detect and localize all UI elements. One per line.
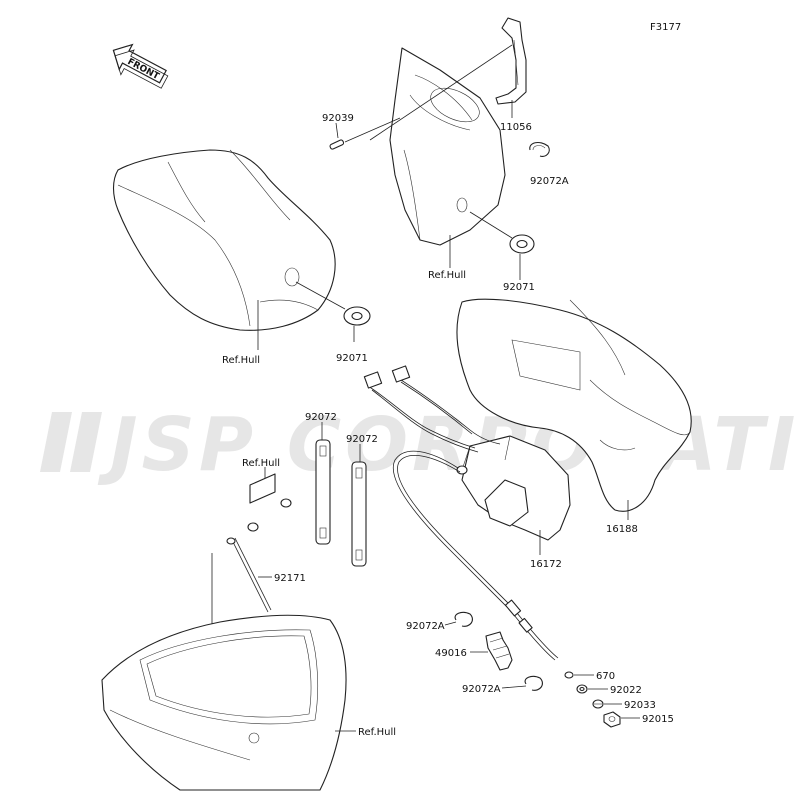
label-92071-right: 92071	[503, 282, 535, 293]
clip-92072A-low	[524, 675, 543, 691]
label-92072-b: 92072	[346, 434, 378, 445]
sender-tube	[392, 450, 559, 661]
label-11056: 11056	[500, 122, 532, 133]
label-92015: 92015	[642, 714, 674, 725]
label-92072-a: 92072	[305, 412, 337, 423]
fuel-sender-16172	[456, 435, 571, 541]
wire-harness	[363, 365, 501, 453]
strap-92072-a	[315, 439, 331, 545]
strap-mount	[247, 473, 292, 532]
bottom-hull	[101, 614, 347, 791]
leader	[369, 44, 513, 141]
label-92022: 92022	[610, 685, 642, 696]
label-92033: 92033	[624, 700, 656, 711]
washer-92033	[592, 699, 604, 709]
label-49016: 49016	[435, 648, 467, 659]
label-92039: 92039	[322, 113, 354, 124]
grommet-92071-left	[295, 281, 371, 326]
label-92072A-top: 92072A	[530, 176, 569, 187]
label-670: 670	[596, 671, 615, 682]
label-92072A-mid: 92072A	[406, 621, 445, 632]
oring-670	[564, 671, 574, 679]
figure-id: F3177	[650, 22, 681, 33]
label-refhull-bottom: Ref.Hull	[358, 727, 396, 738]
label-refhull-upper: Ref.Hull	[428, 270, 466, 281]
upper-hull-section	[389, 47, 506, 246]
left-hull-cover	[112, 149, 336, 331]
bracket-11056	[495, 17, 527, 105]
grommet-92071-right	[469, 211, 535, 254]
label-92171: 92171	[274, 573, 306, 584]
label-16188: 16188	[606, 524, 638, 535]
filter-49016	[485, 631, 513, 671]
label-92072A-low: 92072A	[462, 684, 501, 695]
label-92071-left: 92071	[336, 353, 368, 364]
label-16172: 16172	[530, 559, 562, 570]
label-refhull-left: Ref.Hull	[222, 355, 260, 366]
washer-92022	[576, 684, 588, 694]
clip-92072A-mid	[454, 611, 473, 627]
strap-92072-b	[351, 461, 367, 567]
tank-16188	[456, 298, 692, 512]
label-refhull-strap: Ref.Hull	[242, 458, 280, 469]
clip-92072A-top	[529, 141, 550, 157]
pin-92039	[329, 117, 401, 150]
front-arrow-icon: FRONT	[112, 43, 169, 89]
nut-92015	[603, 711, 621, 728]
